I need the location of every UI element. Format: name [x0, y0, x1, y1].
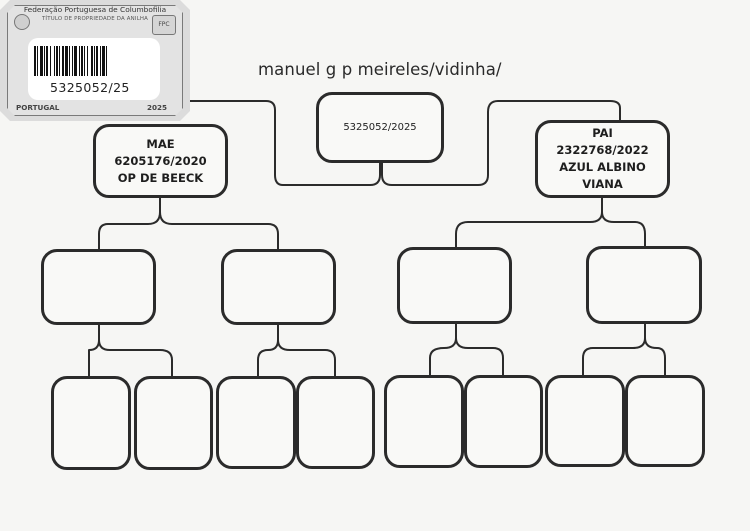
barcode — [34, 46, 107, 76]
label-subtitle: TÍTULO DE PROPRIEDADE DA ANILHA — [41, 16, 149, 22]
grandparent-box-sire-dam — [586, 246, 702, 324]
barcode-bar — [34, 46, 36, 76]
barcode-bar — [102, 46, 105, 76]
federation-emblem-icon: FPC — [152, 15, 176, 35]
barcode-bar — [44, 46, 45, 76]
federation-name: Federação Portuguesa de Columbofilia — [23, 5, 167, 14]
barcode-bar — [72, 46, 73, 76]
ring-ownership-label: Federação Portuguesa de Columbofilia TÍT… — [0, 0, 190, 121]
great-grandparent-box — [384, 375, 464, 468]
barcode-bar — [84, 46, 85, 76]
dam-box: MAE 6205176/2020 OP DE BEECK — [93, 124, 228, 198]
subject-box: 5325052/2025 — [316, 92, 444, 163]
subject-ring: 5325052/2025 — [343, 122, 417, 133]
sire-role: PAI — [592, 126, 613, 140]
dam-role: MAE — [146, 136, 175, 151]
barcode-bar — [91, 46, 93, 76]
barcode-bar — [54, 46, 55, 76]
barcode-bar — [106, 46, 107, 76]
ring-number: 5325052/25 — [50, 80, 130, 95]
great-grandparent-box — [134, 376, 213, 470]
barcode-bar — [69, 46, 70, 76]
dam-ring: 6205176/2020 — [114, 153, 207, 168]
barcode-bar — [74, 46, 77, 76]
grandparent-box-sire-sire — [397, 247, 512, 324]
country: PORTUGAL — [16, 103, 60, 112]
barcode-bar — [46, 46, 48, 76]
barcode-bar — [94, 46, 95, 76]
dam-name: OP DE BEECK — [117, 170, 204, 185]
barcode-bar — [37, 46, 38, 76]
great-grandparent-box — [464, 375, 543, 468]
barcode-bar — [100, 46, 101, 76]
great-grandparent-box — [296, 376, 375, 469]
barcode-bar — [56, 46, 58, 76]
great-grandparent-box — [545, 375, 625, 467]
sire-box: PAI 2322768/2022 AZUL ALBINO VIANA — [535, 120, 670, 198]
barcode-bar — [59, 46, 60, 76]
grandparent-box-dam-sire — [41, 249, 156, 325]
grandparent-box-dam-dam — [221, 249, 336, 325]
great-grandparent-box — [625, 375, 705, 467]
barcode-bar — [50, 46, 51, 76]
owner-title: manuel g p meireles/vidinha/ — [258, 60, 502, 79]
barcode-bar — [40, 46, 43, 76]
year: 2025 — [147, 103, 168, 112]
barcode-bar — [65, 46, 68, 76]
great-grandparent-box — [51, 376, 131, 470]
barcode-bar — [62, 46, 64, 76]
barcode-bar — [87, 46, 88, 76]
barcode-bar — [96, 46, 98, 76]
great-grandparent-box — [216, 376, 296, 469]
barcode-bar — [81, 46, 83, 76]
federation-logo-icon — [14, 14, 30, 30]
barcode-bar — [79, 46, 80, 76]
sire-name: AZUL ALBINO VIANA — [559, 160, 646, 191]
sire-ring: 2322768/2022 — [556, 143, 649, 157]
